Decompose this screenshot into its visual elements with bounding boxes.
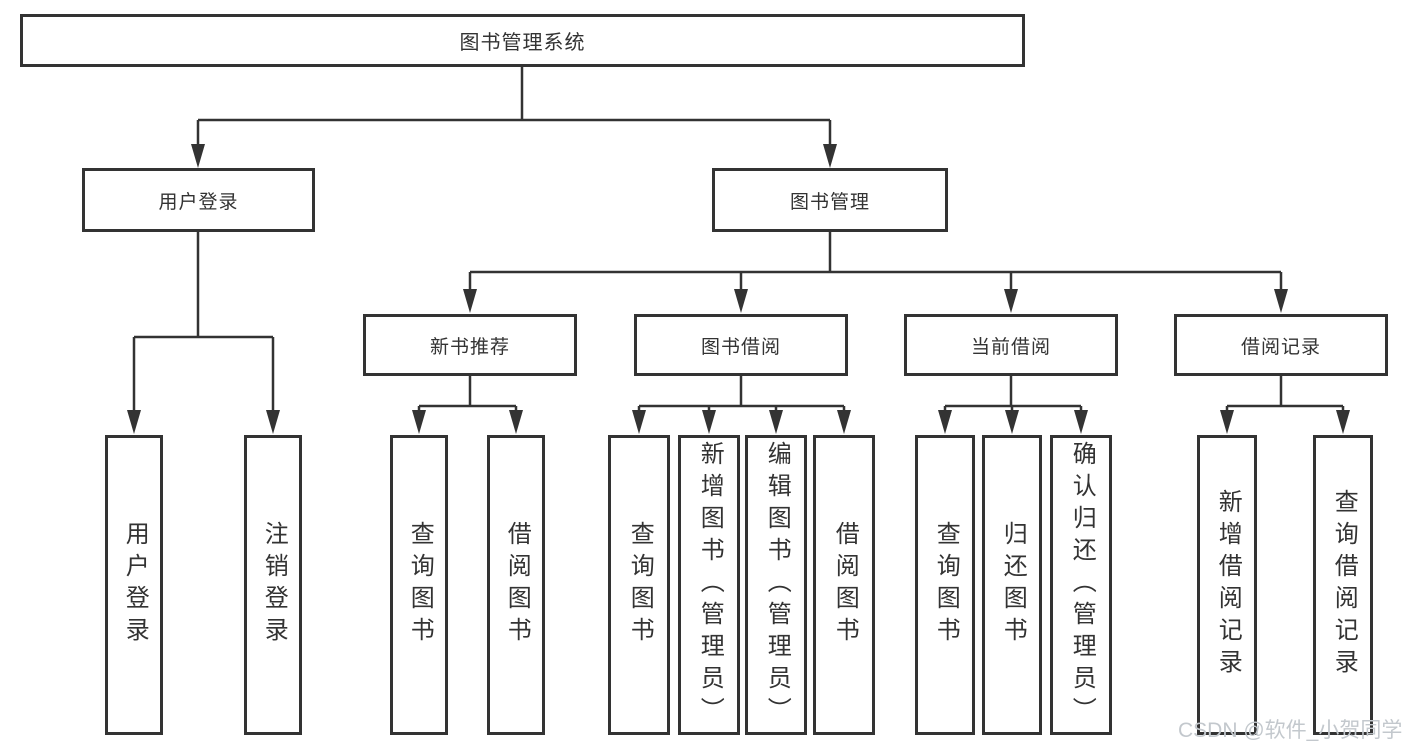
connector-bookmgmt-to-level3 [468, 232, 1283, 293]
leaf-query-books-recommend: 查询图书 [390, 435, 448, 735]
node-label: 图书管理系统 [459, 32, 586, 54]
node-label: 图书借阅 [700, 336, 781, 358]
leaf-confirm-return-admin: 确认归还（管理员） [1050, 435, 1112, 735]
leaf-label: 新增图书（管理员） [696, 441, 724, 729]
leaf-label: 查询图书 [626, 521, 654, 649]
node-label: 借阅记录 [1240, 336, 1321, 358]
leaf-label: 借阅图书 [831, 521, 859, 649]
csdn-watermark: CSDN @软件_小贺同学 [1178, 719, 1403, 742]
leaf-label: 查询借阅记录 [1330, 489, 1358, 681]
leaf-edit-book-admin: 编辑图书（管理员） [745, 435, 807, 735]
leaf-query-borrow-record: 查询借阅记录 [1313, 435, 1373, 735]
node-user-login: 用户登录 [82, 168, 315, 232]
connector-root-to-level2 [196, 67, 832, 150]
leaf-label: 注销登录 [260, 521, 288, 649]
node-label: 新书推荐 [429, 336, 510, 358]
leaf-query-books-borrow: 查询图书 [608, 435, 670, 735]
leaf-return-book: 归还图书 [982, 435, 1042, 735]
leaf-label: 查询图书 [932, 521, 960, 649]
node-book-management: 图书管理 [712, 168, 948, 232]
connector-currentborrow-to-leaves [943, 376, 1083, 414]
connector-newbook-to-leaves [417, 376, 518, 414]
leaf-logout: 注销登录 [244, 435, 302, 735]
node-new-book-recommend: 新书推荐 [363, 314, 577, 376]
connector-userlogin-to-leaves [132, 232, 275, 414]
node-current-borrow: 当前借阅 [904, 314, 1118, 376]
leaf-label: 新增借阅记录 [1214, 489, 1242, 681]
node-label: 当前借阅 [970, 336, 1051, 358]
node-borrow-records: 借阅记录 [1174, 314, 1388, 376]
leaf-label: 编辑图书（管理员） [763, 441, 791, 729]
leaf-borrow-books-recommend: 借阅图书 [487, 435, 545, 735]
leaf-label: 查询图书 [406, 521, 434, 649]
node-label: 用户登录 [158, 191, 239, 213]
leaf-add-book-admin: 新增图书（管理员） [678, 435, 740, 735]
node-library-system: 图书管理系统 [20, 14, 1025, 67]
leaf-label: 借阅图书 [503, 521, 531, 649]
leaf-user-login: 用户登录 [105, 435, 163, 735]
arrowhead-icons [127, 144, 1350, 434]
leaf-add-borrow-record: 新增借阅记录 [1197, 435, 1257, 735]
node-book-borrow: 图书借阅 [634, 314, 848, 376]
connector-bookborrow-to-leaves [637, 376, 846, 414]
leaf-borrow-books: 借阅图书 [813, 435, 875, 735]
leaf-label: 用户登录 [121, 521, 149, 649]
leaf-label: 归还图书 [999, 521, 1027, 649]
leaf-label: 确认归还（管理员） [1068, 441, 1096, 729]
connector-records-to-leaves [1225, 376, 1345, 414]
leaf-query-books-current: 查询图书 [915, 435, 975, 735]
node-label: 图书管理 [789, 191, 870, 213]
